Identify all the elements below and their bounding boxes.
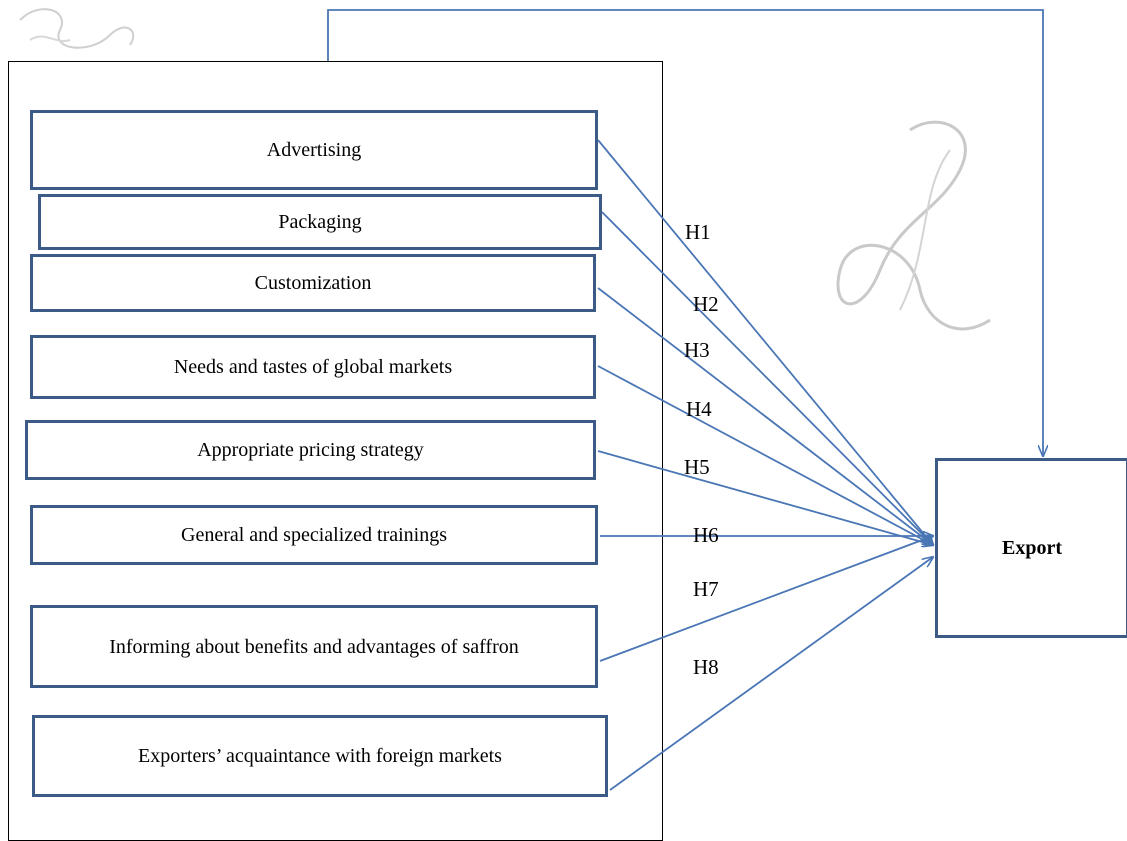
hypothesis-label-h7: H7 — [693, 577, 719, 601]
factor-box-acquaintance: Exporters’ acquaintance with foreign mar… — [32, 715, 608, 797]
hypothesis-label-h6: H6 — [693, 523, 719, 547]
export-box: Export — [935, 458, 1127, 638]
feedback-arrow — [327, 9, 1043, 456]
factor-box-packaging: Packaging — [38, 194, 602, 250]
factor-box-advertising: Advertising — [30, 110, 598, 190]
arrow-h1 — [597, 139, 933, 545]
factor-label-customization: Customization — [254, 272, 372, 294]
factor-box-informing: Informing about benefits and advantages … — [30, 605, 598, 688]
factor-box-needs-tastes: Needs and tastes of global markets — [30, 335, 596, 399]
monogram-watermark — [836, 120, 991, 331]
arrow-h8 — [609, 557, 933, 791]
factor-label-advertising: Advertising — [266, 139, 362, 161]
factor-box-trainings: General and specialized trainings — [30, 505, 598, 565]
factor-label-pricing: Appropriate pricing strategy — [197, 439, 424, 461]
arrow-h7 — [599, 536, 933, 662]
arrow-h5 — [597, 450, 933, 545]
hypothesis-label-h4: H4 — [686, 397, 712, 421]
corner-ornament-watermark — [19, 8, 135, 49]
hypothesis-label-h3: H3 — [684, 338, 710, 362]
export-label: Export — [1002, 536, 1062, 559]
hypothesis-label-h5: H5 — [684, 455, 710, 479]
factor-label-informing: Informing about benefits and advantages … — [109, 635, 519, 658]
arrow-h4 — [597, 365, 933, 545]
factor-label-acquaintance: Exporters’ acquaintance with foreign mar… — [138, 745, 502, 767]
factor-box-customization: Customization — [30, 254, 596, 312]
arrow-h2 — [601, 211, 933, 545]
hypothesis-label-h1: H1 — [685, 220, 711, 244]
hypothesis-label-h2: H2 — [693, 292, 719, 316]
factor-label-packaging: Packaging — [278, 211, 362, 233]
arrow-h3 — [597, 287, 933, 545]
factor-label-trainings: General and specialized trainings — [181, 524, 447, 546]
factor-box-pricing: Appropriate pricing strategy — [25, 420, 596, 480]
factor-label-needs-tastes: Needs and tastes of global markets — [173, 356, 453, 378]
hypothesis-label-h8: H8 — [693, 655, 719, 679]
